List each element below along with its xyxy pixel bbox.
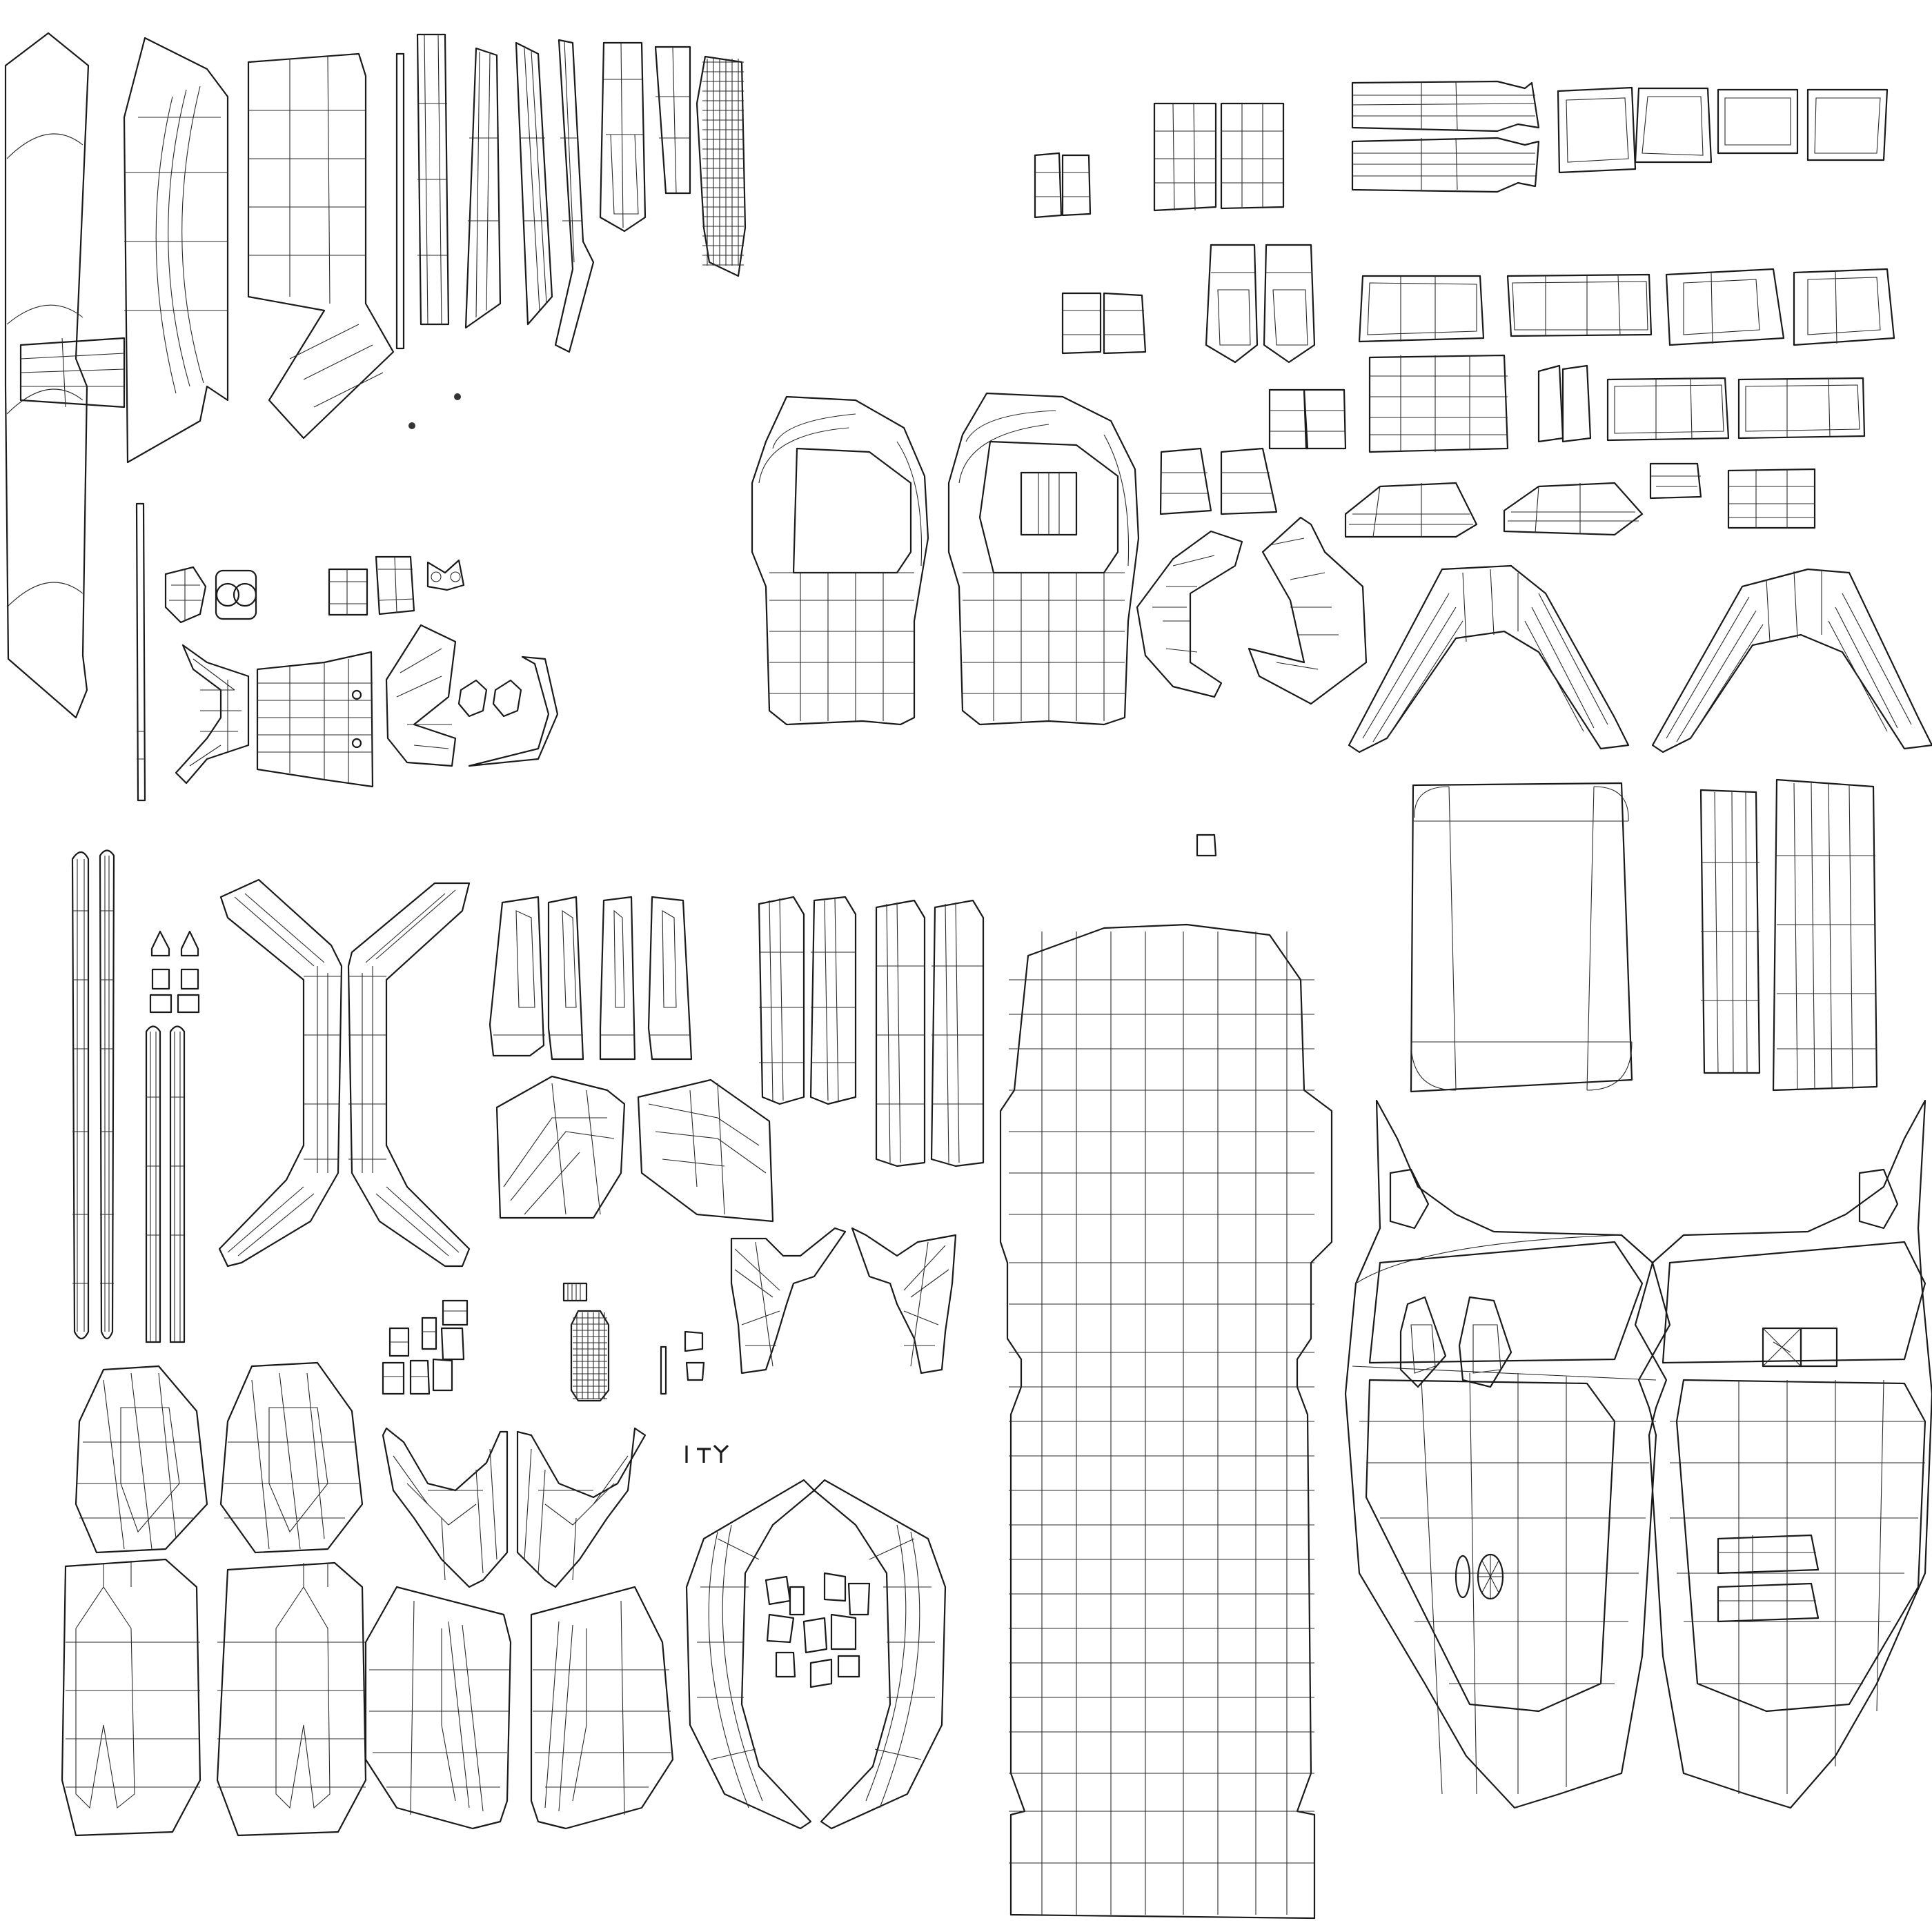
uv-island-thigh-plates [61,1558,367,1837]
uv-wire-grid [702,59,744,266]
uv-island-shield-right [1634,1099,1932,1809]
uv-island-visor-pair-right [947,392,1140,726]
uv-island-claw-pair [1136,516,1368,705]
uv-island-fragments [765,1572,871,1688]
uv-island-knee-pads [495,1075,774,1223]
uv-island-shield-left [1344,1099,1671,1809]
uv-island-small-squares-top [1034,102,1285,355]
uv-island-lens-strips [1344,462,1816,538]
uv-island-long-strips-pair [71,849,186,1343]
uv-island-small-squares-middle [1196,834,1217,857]
uv-island-thin-pole [135,502,146,802]
uv-island-forearm-guards [758,896,985,1167]
uv-island-visor-pair-left [751,395,929,726]
uv-island-chest-plates [75,1361,364,1554]
uv-island-grid-strip [696,55,747,277]
uv-island-sleeve-curve-right [347,882,471,1268]
uv-island-winged-pair [730,1227,957,1374]
uv-island-hook [385,624,559,767]
uv-island-boots-bottom [364,1586,674,1830]
uv-island-small-blocks-mid [328,555,465,616]
uv-island-small-columns [599,41,691,233]
uv-island-thin-strips-top [395,33,595,353]
uv-island-sleeve-curve-left [218,878,343,1268]
uv-island-bricks [382,1299,469,1395]
uv-island-knuckles [1159,388,1347,515]
uv-island-cups [1205,244,1316,364]
uv-island-shin-guards [489,896,693,1061]
uv-island-boxes-top-right [1557,86,1889,174]
uv-island-blocks-mid-right [1358,268,1895,346]
uv-wire-grid [1009,931,1314,1915]
uv-island-arm-chevron-right [1651,568,1932,753]
uv-island-top-right-bars [1351,80,1540,193]
uv-island-round-pair [164,566,257,624]
uv-island-boot-a [247,52,395,440]
uv-island-bracket-a [175,644,250,785]
uv-island-tall-left-strip [4,32,126,719]
uv-island-tiny-glyphs [685,1444,729,1463]
uv-island-horseshoe [685,1479,947,1830]
uv-wire-grid [573,1312,607,1399]
uv-island-tall-panels-right [1410,778,1878,1093]
uv-island-dots [408,393,461,429]
uv-island-arm-chevron-left [1348,564,1630,753]
uv-island-curved-arm-a [123,37,229,464]
uv-island-shoulder-curls [382,1427,647,1588]
uv-island-torso-back [999,923,1333,1920]
uv-island-bolts-small [562,1282,705,1402]
uv-island-tiny-caps [149,930,200,1014]
uv-island-blocks-row-three [1368,354,1866,453]
uv-island-harness [256,651,374,788]
